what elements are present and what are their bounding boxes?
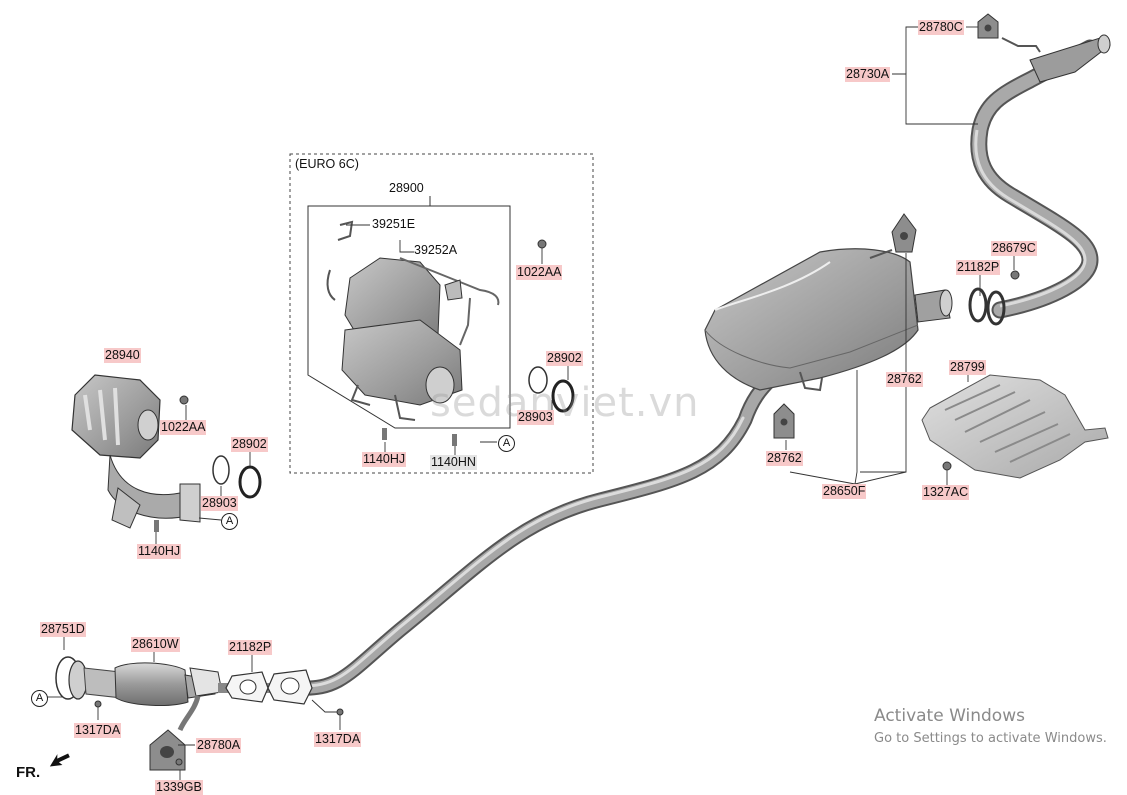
callout-a-dpf: A (498, 435, 515, 452)
label-28730a[interactable]: 28730A (845, 67, 891, 82)
label-1140hj-cat[interactable]: 1140HJ (137, 544, 182, 559)
label-1317da-front[interactable]: 1317DA (74, 723, 122, 738)
label-1140hn[interactable]: 1140HN (430, 455, 477, 470)
label-1317da-pipe[interactable]: 1317DA (314, 732, 362, 747)
label-1140hj-dpf[interactable]: 1140HJ (362, 452, 407, 467)
dpf-assembly-28900 (326, 220, 575, 446)
label-21182p-upper[interactable]: 21182P (956, 260, 1001, 275)
main-pipe (292, 370, 780, 696)
tail-pipe-28730a (970, 34, 1111, 319)
dpf-assembly-frame (307, 205, 511, 429)
label-28780c[interactable]: 28780C (918, 20, 964, 35)
activation-subtitle: Go to Settings to activate Windows. (874, 731, 1107, 746)
label-28940[interactable]: 28940 (104, 348, 141, 363)
label-21182p-lower[interactable]: 21182P (228, 640, 273, 655)
label-28679c[interactable]: 28679C (991, 241, 1037, 256)
box-title: (EURO 6C) (295, 157, 359, 171)
activation-title: Activate Windows (874, 706, 1025, 726)
label-1022aa-cat[interactable]: 1022AA (160, 420, 207, 435)
watermark-text: sedanviet.vn (430, 380, 700, 426)
callout-a-front: A (31, 690, 48, 707)
hanger-28780c (977, 13, 999, 39)
label-28762-lower[interactable]: 28762 (766, 451, 803, 466)
gasket-21182p-lower (225, 669, 313, 705)
catalytic-converter-28940 (71, 374, 262, 532)
hanger-28780a (149, 729, 186, 771)
label-1339gb[interactable]: 1339GB (155, 780, 203, 795)
front-arrow-icon (49, 753, 70, 767)
euro6c-box (289, 153, 594, 474)
label-28903-cat[interactable]: 28903 (201, 496, 238, 511)
callout-a-cat: A (221, 513, 238, 530)
clamp-21182p-upper (968, 270, 1020, 326)
heat-shield-28799 (921, 374, 1109, 479)
label-1327ac[interactable]: 1327AC (922, 485, 970, 500)
label-28900[interactable]: 28900 (389, 181, 424, 195)
hanger-28762-upper (869, 213, 917, 259)
front-pipe-28610w (55, 656, 300, 732)
label-39251e[interactable]: 39251E (372, 217, 416, 231)
label-28902-dpf[interactable]: 28902 (546, 351, 583, 366)
muffler-28650f (704, 248, 953, 392)
label-28650f[interactable]: 28650F (822, 484, 867, 499)
label-28610w[interactable]: 28610W (131, 637, 180, 652)
label-28903-dpf[interactable]: 28903 (517, 410, 554, 425)
hanger-28762-lower (773, 403, 795, 439)
label-39252a[interactable]: 39252A (414, 243, 458, 257)
label-28902-cat[interactable]: 28902 (231, 437, 268, 452)
label-28751d[interactable]: 28751D (40, 622, 86, 637)
front-marker: FR. (16, 764, 41, 781)
label-28780a[interactable]: 28780A (196, 738, 242, 753)
label-1022aa-dpf[interactable]: 1022AA (516, 265, 563, 280)
label-28799[interactable]: 28799 (949, 360, 986, 375)
label-28762-upper[interactable]: 28762 (886, 372, 923, 387)
